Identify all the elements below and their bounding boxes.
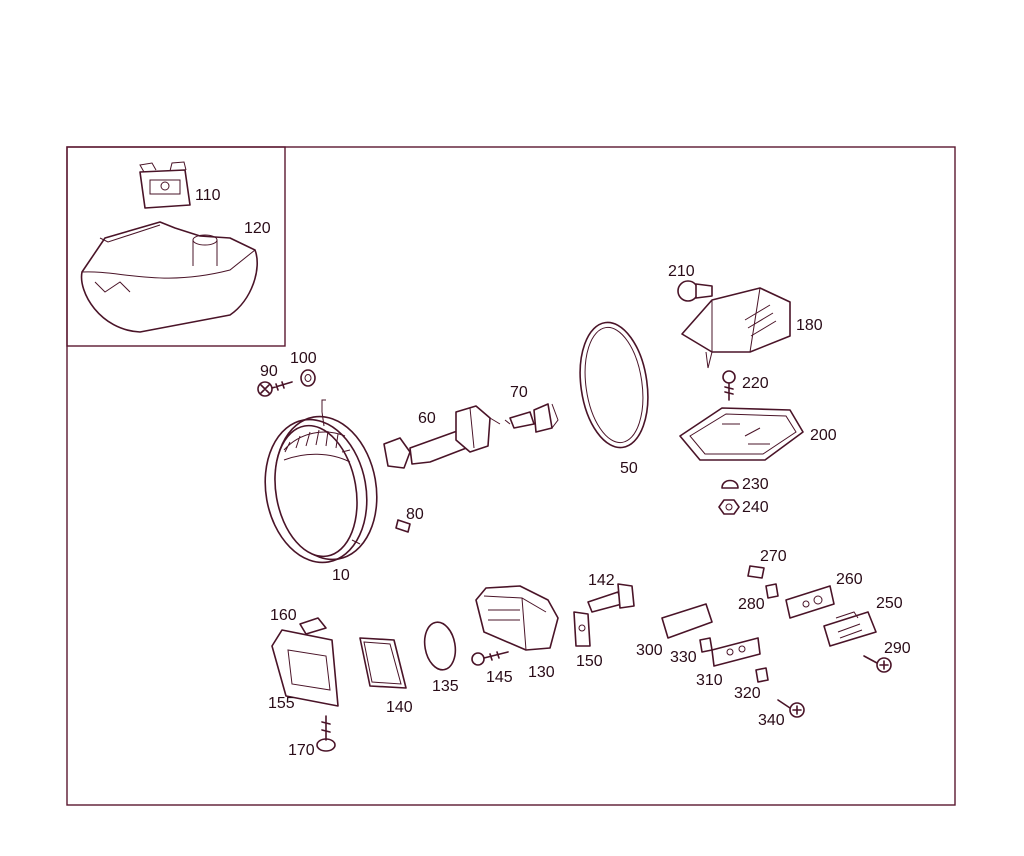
part-250-lamp[interactable] <box>823 611 877 647</box>
label-240: 240 <box>742 499 769 516</box>
label-160: 160 <box>270 607 297 624</box>
label-300: 300 <box>636 642 663 659</box>
label-260: 260 <box>836 571 863 588</box>
part-100-washer[interactable] <box>300 369 316 387</box>
part-170-screw[interactable] <box>316 715 336 752</box>
label-110: 110 <box>195 187 221 204</box>
part-120-cover[interactable] <box>80 221 259 333</box>
part-80-bulb[interactable] <box>395 519 411 533</box>
part-220-screw[interactable] <box>722 370 736 401</box>
part-310-plate[interactable] <box>711 637 761 667</box>
label-210: 210 <box>668 263 695 280</box>
label-330: 330 <box>670 649 697 666</box>
part-90-screw[interactable] <box>257 381 293 397</box>
label-130: 130 <box>528 664 555 681</box>
part-142-bulb[interactable] <box>587 583 635 613</box>
label-310: 310 <box>696 672 723 689</box>
part-290-screw[interactable] <box>863 655 892 673</box>
label-270: 270 <box>760 548 787 565</box>
part-10-headlamp[interactable] <box>254 408 387 570</box>
part-145-screw[interactable] <box>471 651 509 666</box>
label-220: 220 <box>742 375 769 392</box>
label-320: 320 <box>734 685 761 702</box>
label-10: 10 <box>332 567 350 584</box>
label-100: 100 <box>290 350 317 367</box>
label-145: 145 <box>486 669 513 686</box>
part-230-clip[interactable] <box>721 479 739 489</box>
part-330-bulb[interactable] <box>699 637 713 653</box>
part-260-plate[interactable] <box>785 585 835 619</box>
part-270-bulb[interactable] <box>747 565 765 579</box>
label-340: 340 <box>758 712 785 729</box>
label-50: 50 <box>620 460 638 477</box>
part-130-foglamp[interactable] <box>475 585 559 651</box>
part-200-base[interactable] <box>679 407 804 461</box>
label-120: 120 <box>244 220 271 237</box>
label-170: 170 <box>288 742 315 759</box>
part-155-frame[interactable] <box>271 629 339 707</box>
part-340-screw[interactable] <box>777 699 805 718</box>
part-70-bulb[interactable] <box>504 403 559 433</box>
part-140-gasket[interactable] <box>359 637 407 689</box>
label-60: 60 <box>418 410 436 427</box>
part-210-bulb[interactable] <box>677 280 713 302</box>
part-160-clip[interactable] <box>299 617 327 635</box>
label-70: 70 <box>510 384 528 401</box>
main-frame <box>66 146 956 806</box>
label-80: 80 <box>406 506 424 523</box>
part-50-ring[interactable] <box>573 318 656 452</box>
label-250: 250 <box>876 595 903 612</box>
part-60-socket[interactable] <box>383 405 501 469</box>
part-110-clip[interactable] <box>139 161 191 209</box>
label-180: 180 <box>796 317 823 334</box>
part-180-lens[interactable] <box>681 287 791 369</box>
label-290: 290 <box>884 640 911 657</box>
label-135: 135 <box>432 678 459 695</box>
label-200: 200 <box>810 427 837 444</box>
part-280-bulb[interactable] <box>765 583 779 599</box>
label-142: 142 <box>588 572 615 589</box>
leader-10 <box>321 399 326 412</box>
part-240-nut[interactable] <box>718 499 740 515</box>
label-150: 150 <box>576 653 603 670</box>
inset-frame <box>66 146 286 347</box>
part-150-bracket[interactable] <box>573 611 591 647</box>
label-140: 140 <box>386 699 413 716</box>
part-320-bulb[interactable] <box>755 667 769 683</box>
label-90: 90 <box>260 363 278 380</box>
label-230: 230 <box>742 476 769 493</box>
part-135-lens[interactable] <box>421 620 459 672</box>
label-280: 280 <box>738 596 765 613</box>
label-155: 155 <box>268 695 295 712</box>
part-300-lens[interactable] <box>661 603 713 639</box>
